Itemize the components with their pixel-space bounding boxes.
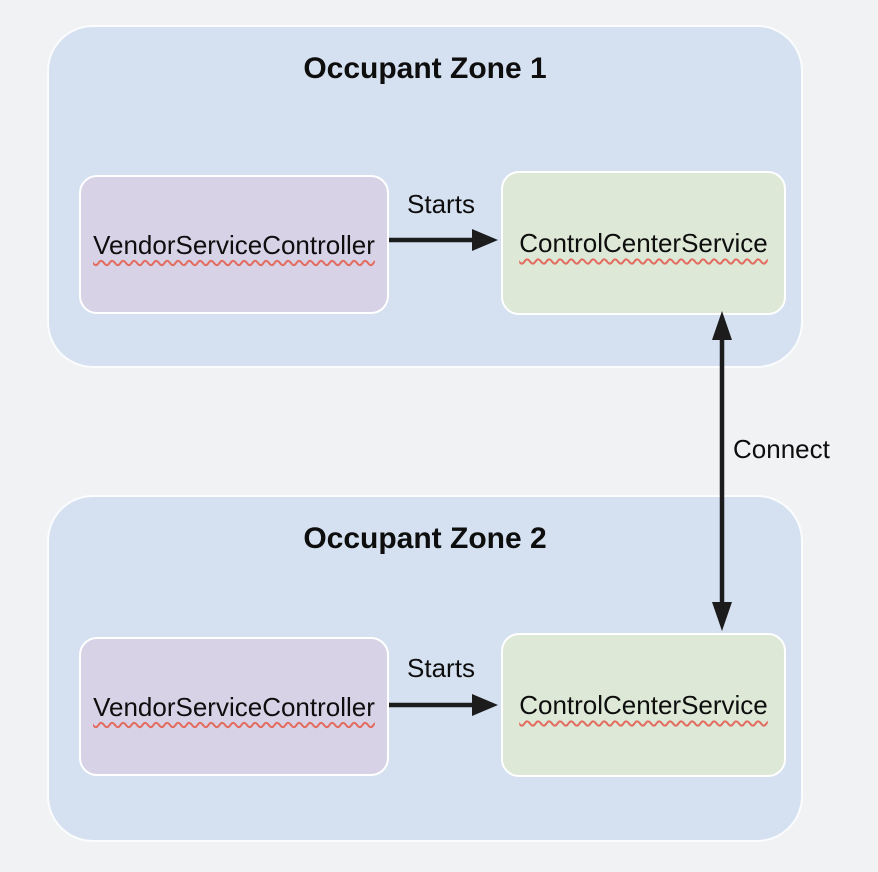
starts-arrow-label-zone-2: Starts [407, 653, 475, 683]
control-center-service-label: ControlCenterService [519, 228, 768, 258]
vendor-service-controller-label: VendorServiceController [93, 229, 375, 260]
occupant-zone-1: Occupant Zone 1 VendorServiceController … [47, 25, 803, 368]
zone-2-title: Occupant Zone 2 [303, 522, 547, 555]
zone-1-title: Occupant Zone 1 [303, 52, 547, 85]
starts-arrow-label-zone-1: Starts [407, 189, 475, 219]
connect-arrow-label: Connect [733, 434, 830, 464]
vendor-service-controller-node-zone-2: VendorServiceController [79, 637, 389, 776]
vendor-service-controller-label: VendorServiceController [93, 691, 375, 722]
vendor-service-controller-node-zone-1: VendorServiceController [79, 175, 389, 314]
control-center-service-node-zone-1: ControlCenterService [501, 171, 786, 315]
control-center-service-label: ControlCenterService [519, 690, 768, 720]
control-center-service-node-zone-2: ControlCenterService [501, 633, 786, 777]
occupant-zone-2: Occupant Zone 2 VendorServiceController … [47, 495, 803, 842]
